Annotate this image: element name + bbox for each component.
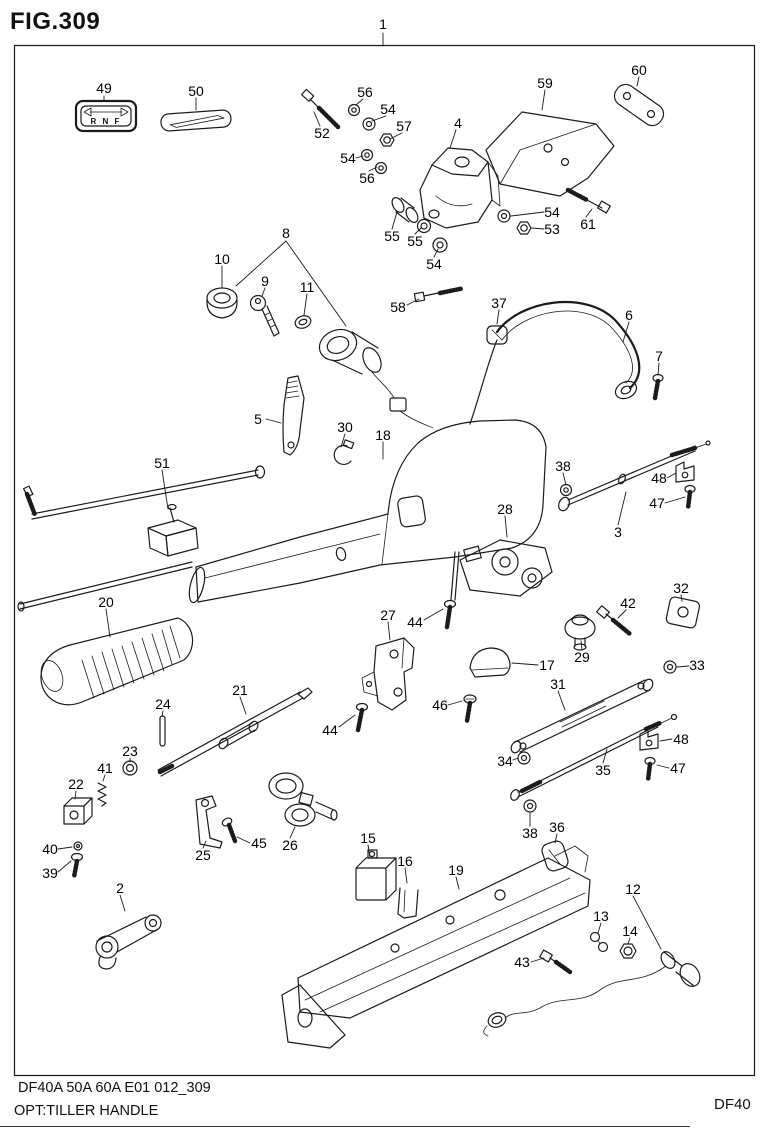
corner-page-code: DF40 (714, 1096, 751, 1113)
part-clip-16 (397, 887, 419, 919)
part-washer-34 (517, 751, 531, 765)
part-bracket-25 (195, 795, 223, 849)
part-swivel-bracket (419, 147, 501, 229)
part-throttle-label-plate (160, 109, 232, 132)
part-clip-13 (589, 931, 609, 953)
part-screw-45 (221, 817, 238, 844)
part-cushion-36 (541, 840, 569, 872)
footer-option-label: OPT:TILLER HANDLE (14, 1103, 159, 1119)
part-shift-arm (95, 914, 162, 970)
part-throttle-rod (157, 687, 313, 777)
part-nut-14 (619, 943, 637, 959)
part-lock-assembly-12 (483, 951, 701, 1037)
part-cable-bracket-lower (639, 729, 659, 751)
part-throttle-grip (40, 617, 194, 706)
part-bolt-43 (539, 949, 573, 975)
part-cover-17 (469, 647, 511, 678)
part-stopper-22 (63, 797, 93, 825)
part-cable-clamp (333, 439, 355, 465)
part-handle-cover (485, 111, 615, 197)
part-ring-23 (122, 760, 138, 776)
part-throttle-cable-lower (510, 713, 678, 801)
part-screw-46 (463, 694, 477, 724)
leader-lines (57, 32, 690, 963)
part-plate-32 (665, 596, 701, 629)
part-cable-bracket-upper (675, 461, 696, 511)
part-key-lock-set (206, 287, 434, 429)
footer-model-code: DF40A 50A 60A E01 012_309 (18, 1080, 211, 1096)
part-pin-24 (159, 715, 166, 747)
part-screw-47b (644, 756, 656, 783)
part-throttle-bracket-assembly (443, 539, 553, 630)
part-nut-and-washer (497, 209, 532, 235)
part-clamp-plate (613, 83, 665, 127)
part-bracket-27 (361, 637, 415, 711)
figure-title: FIG.309 (10, 8, 101, 35)
part-screw-39 (70, 852, 84, 880)
part-mounting-bracket (281, 845, 591, 1049)
part-rod-assembly (17, 465, 266, 612)
part-relay-15 (355, 849, 397, 901)
part-link-plate (510, 678, 654, 754)
part-tiller-handle-body (188, 419, 547, 604)
shift-plate-letters: R N F (91, 117, 122, 126)
part-lever (282, 375, 305, 456)
part-bolt-42 (595, 605, 633, 637)
diagram-border (13, 44, 756, 1077)
part-screw-7 (652, 373, 664, 401)
part-washer-40 (73, 841, 83, 851)
part-wiring-harness (469, 301, 641, 425)
part-washer-38b (523, 799, 537, 813)
part-bolt-61 (565, 187, 611, 214)
part-bushings (391, 197, 448, 253)
part-spring-41 (97, 782, 107, 807)
part-grommet (486, 325, 508, 345)
part-screw-44b (355, 702, 369, 733)
part-bolt-52 (301, 88, 341, 130)
part-clamp-26 (268, 772, 338, 827)
part-shift-pattern-plate: R N F (74, 99, 138, 133)
bottom-divider (0, 1126, 690, 1127)
part-ring-33 (663, 660, 677, 674)
part-cap-29 (564, 614, 596, 651)
part-throttle-cable-upper (558, 440, 711, 512)
part-bolt-58 (413, 286, 465, 303)
part-washers-and-nut-set (347, 103, 395, 175)
